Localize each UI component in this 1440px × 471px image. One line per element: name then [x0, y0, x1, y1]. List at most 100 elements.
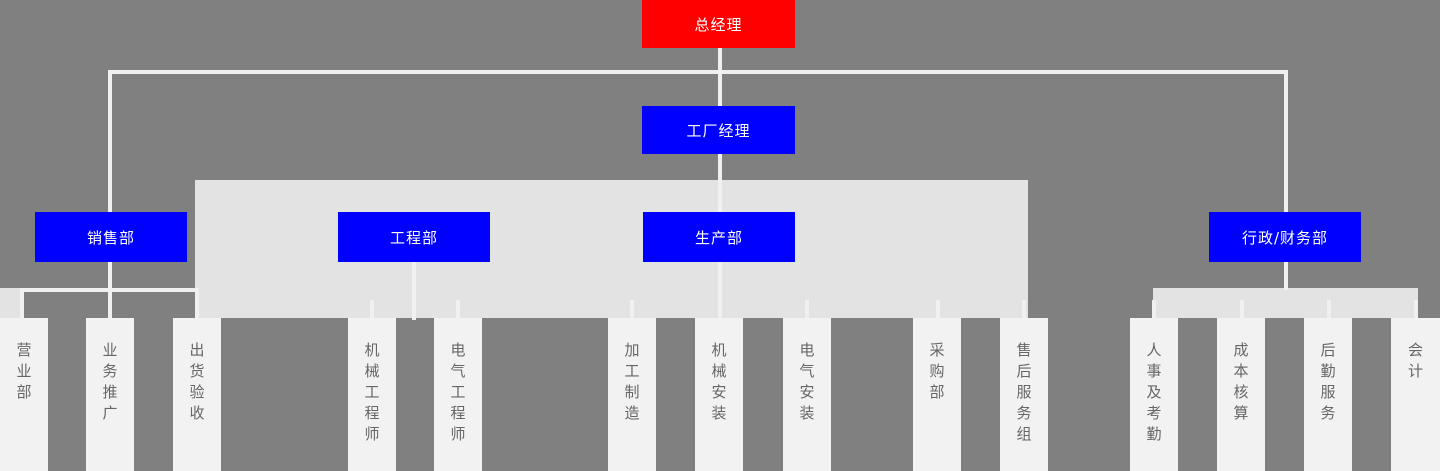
node-label-admin-finance-department: 行政/财务部	[1241, 228, 1329, 247]
node-production-department[interactable]: 生产部	[643, 212, 795, 262]
leaf-label-char: 业	[16, 362, 32, 380]
leaf-electrical-installation[interactable]: 电气安装	[783, 318, 831, 471]
leaf-mechanical-engineer[interactable]: 机械工程师	[348, 318, 396, 471]
leaf-label-char: 服	[1016, 383, 1032, 401]
leaf-mechanical-installation[interactable]: 机械安装	[695, 318, 743, 471]
leaf-label-char: 机	[364, 341, 380, 359]
leaf-label-char: 械	[364, 362, 380, 380]
connector-admin-down	[1284, 262, 1288, 290]
leaf-label-char: 广	[102, 404, 118, 422]
leaf-logistics-service[interactable]: 后勤服务	[1304, 318, 1352, 471]
connector-admin-child-4	[1414, 300, 1418, 320]
leaf-label-char: 程	[364, 404, 380, 422]
leaf-panel-electrical-engineer	[434, 318, 482, 471]
connector-sales-child-1	[20, 288, 24, 320]
connector-production-child-2	[718, 300, 722, 320]
leaf-label-char: 勤	[1146, 425, 1162, 443]
leaf-panel-cost-accounting	[1217, 318, 1265, 471]
leaf-panel-processing-manufacture	[608, 318, 656, 471]
node-label-factory-manager: 工厂经理	[686, 121, 751, 140]
leaf-label-char: 工	[364, 383, 380, 401]
connector-production-child-1	[630, 300, 634, 320]
leaf-label-char: 部	[929, 383, 945, 401]
leaf-panel-accounting	[1391, 318, 1440, 471]
leaf-label-char: 气	[450, 362, 466, 380]
leaf-label-char: 核	[1233, 383, 1249, 401]
leaf-label-char: 工	[450, 383, 466, 401]
leaf-label-char: 加	[624, 341, 640, 359]
leaf-processing-manufacture[interactable]: 加工制造	[608, 318, 656, 471]
node-label-production-department: 生产部	[694, 228, 743, 247]
node-label-engineering-department: 工程部	[389, 228, 438, 247]
connector-production-child-5	[1022, 300, 1026, 320]
leaf-panel-mechanical-engineer	[348, 318, 396, 471]
leaf-label-char: 收	[189, 404, 205, 422]
leaf-label-char: 工	[624, 362, 640, 380]
leaf-label-char: 安	[799, 383, 815, 401]
leaf-label-char: 后	[1016, 362, 1032, 380]
connector-root-down	[718, 48, 722, 72]
leaf-label-char: 务	[1320, 404, 1336, 422]
leaf-label-char: 算	[1233, 404, 1249, 422]
leaf-label-char: 成	[1233, 341, 1249, 359]
connector-admin-child-1	[1152, 300, 1156, 320]
node-admin-finance-department[interactable]: 行政/财务部	[1209, 212, 1361, 262]
leaf-label-char: 推	[102, 383, 118, 401]
leaf-panel-purchasing-department	[913, 318, 961, 471]
leaf-label-char: 师	[364, 425, 380, 443]
leaf-label-char: 造	[624, 404, 640, 422]
node-general-manager[interactable]: 总经理	[642, 0, 795, 48]
leaf-label-char: 程	[450, 404, 466, 422]
connector-bus-to-sales	[108, 70, 112, 212]
leaf-label-char: 装	[799, 404, 815, 422]
right-background-panel	[1153, 288, 1418, 318]
node-sales-department[interactable]: 销售部	[35, 212, 187, 262]
leaf-label-char: 部	[16, 383, 32, 401]
leaf-label-char: 气	[799, 362, 815, 380]
leaf-business-office[interactable]: 营业部	[0, 318, 48, 471]
leaf-cost-accounting[interactable]: 成本核算	[1217, 318, 1265, 471]
node-label-sales-department: 销售部	[86, 228, 135, 247]
connector-factory-manager-down	[718, 154, 722, 212]
leaf-label-char: 勤	[1320, 362, 1336, 380]
connector-production-child-4	[936, 300, 940, 320]
leaf-panel-electrical-installation	[783, 318, 831, 471]
connector-engineering-child-1	[370, 300, 374, 320]
leaf-label-char: 务	[102, 362, 118, 380]
leaf-panel-business-promotion	[86, 318, 134, 471]
leaf-after-sales-service-group[interactable]: 售后服务组	[1000, 318, 1048, 471]
leaf-label-char: 业	[102, 341, 118, 359]
leaf-label-char: 营	[16, 341, 32, 359]
leaf-label-char: 采	[929, 341, 945, 359]
leaf-label-char: 及	[1146, 383, 1162, 401]
leaf-label-char: 电	[799, 341, 815, 359]
node-label-general-manager: 总经理	[694, 15, 743, 34]
leaf-hr-attendance[interactable]: 人事及考勤	[1130, 318, 1178, 471]
leaf-accounting[interactable]: 会计	[1391, 318, 1440, 471]
leaf-label-char: 服	[1320, 383, 1336, 401]
leaf-electrical-engineer[interactable]: 电气工程师	[434, 318, 482, 471]
leaf-label-char: 后	[1320, 341, 1336, 359]
leaf-label-char: 机	[711, 341, 727, 359]
leaf-label-char: 安	[711, 383, 727, 401]
leaf-shipment-inspection[interactable]: 出货验收	[173, 318, 221, 471]
leaf-label-char: 师	[450, 425, 466, 443]
connector-production-down	[718, 262, 722, 320]
connector-bus-to-admin	[1284, 70, 1288, 212]
leaf-label-char: 械	[711, 362, 727, 380]
leaf-label-char: 制	[624, 383, 640, 401]
leaf-panel-mechanical-installation	[695, 318, 743, 471]
node-engineering-department[interactable]: 工程部	[338, 212, 490, 262]
leaf-purchasing-department[interactable]: 采购部	[913, 318, 961, 471]
leaf-business-promotion[interactable]: 业务推广	[86, 318, 134, 471]
connector-engineering-child-2	[456, 300, 460, 320]
leaf-label-char: 事	[1146, 362, 1162, 380]
leaf-label-char: 电	[450, 341, 466, 359]
leaf-label-char: 务	[1016, 404, 1032, 422]
connector-sales-child-2	[108, 288, 112, 320]
leaf-label-char: 考	[1146, 404, 1162, 422]
connector-admin-child-3	[1327, 300, 1331, 320]
node-factory-manager[interactable]: 工厂经理	[642, 106, 795, 154]
connector-sales-child-3	[195, 288, 199, 320]
